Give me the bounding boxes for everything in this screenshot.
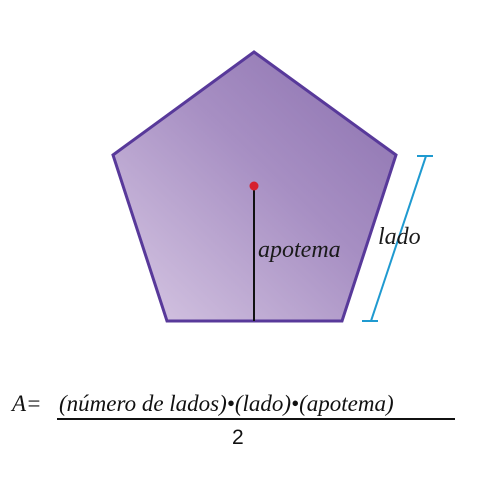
side-dimension-line — [370, 155, 427, 322]
apothem-label: apotema — [258, 237, 341, 263]
formula-denominator: 2 — [232, 426, 244, 449]
formula-numerator: (número de lados)•(lado)•(apotema) — [59, 391, 394, 416]
formula-lhs: A= — [10, 391, 42, 416]
side-label: lado — [378, 224, 421, 250]
center-point — [249, 181, 259, 191]
